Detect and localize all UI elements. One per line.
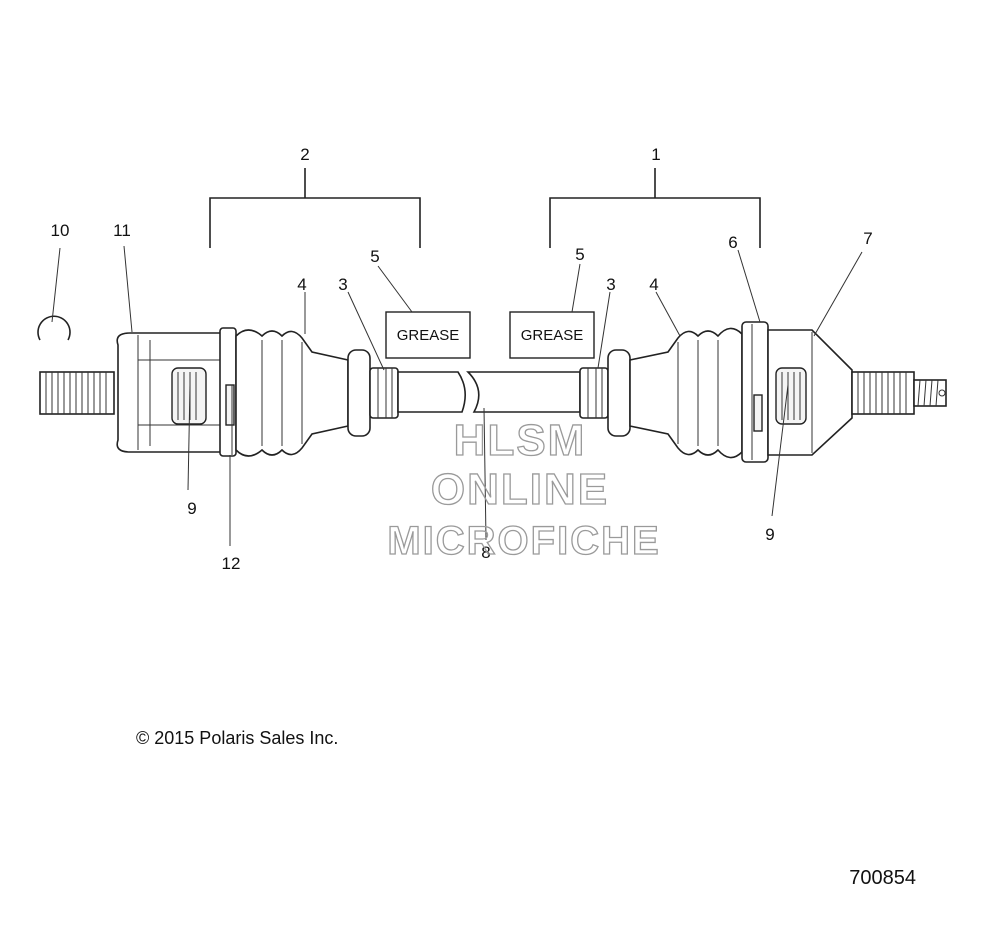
callout-6: 6: [728, 233, 737, 252]
callout-1: 1: [651, 145, 660, 164]
callout-4-left: 4: [297, 275, 306, 294]
grease-box-right: GREASE: [509, 311, 595, 359]
left-small-clamp: [347, 349, 399, 437]
right-boot-folds: [677, 340, 719, 446]
callout-5-right: 5: [575, 245, 584, 264]
watermark-line-3: MICROFICHE: [387, 519, 660, 563]
callout-4-right: 4: [649, 275, 658, 294]
callout-3-left: 3: [338, 275, 347, 294]
left-spline-stub: [39, 371, 115, 415]
watermark-line-2: ONLINE: [431, 465, 609, 514]
retaining-ring: [37, 315, 71, 341]
right-boot: [629, 327, 743, 459]
inner-cv-housing: [116, 332, 223, 453]
grease-box-left: GREASE: [385, 311, 471, 359]
bracket-assembly-1: [549, 168, 761, 248]
callout-9-right: 9: [765, 525, 774, 544]
right-small-clamp: [579, 349, 631, 437]
diagram-number: 700854: [849, 867, 916, 889]
right-boot-clamp: [741, 321, 769, 463]
callout-8: 8: [481, 543, 490, 562]
copyright-text: © 2015 Polaris Sales Inc.: [136, 728, 338, 748]
callout-11: 11: [113, 221, 131, 240]
left-boot-folds: [261, 340, 303, 446]
leader-lines: [51, 245, 863, 546]
callout-5-left: 5: [370, 247, 379, 266]
callout-2: 2: [300, 145, 309, 164]
svg-text:GREASE: GREASE: [397, 327, 460, 344]
callout-numbers: 1 2 3 3 4 4 5 5 6 7 8 9 9 10 11 12: [51, 145, 873, 573]
watermark-line-1: HLSM: [454, 416, 587, 465]
right-spline-stub: [851, 371, 947, 415]
callout-9-left: 9: [187, 499, 196, 518]
axle-shaft: [397, 371, 581, 413]
outer-cv-housing: [767, 329, 853, 456]
callout-10: 10: [51, 221, 70, 240]
callout-3-right: 3: [606, 275, 615, 294]
bracket-assembly-2: [209, 168, 421, 248]
left-boot: [235, 329, 349, 457]
left-boot-clamp: [219, 327, 237, 457]
callout-12: 12: [222, 554, 241, 573]
callout-7: 7: [863, 229, 872, 248]
watermark: HLSM ONLINE MICROFICHE: [387, 415, 660, 563]
svg-text:GREASE: GREASE: [521, 327, 584, 344]
